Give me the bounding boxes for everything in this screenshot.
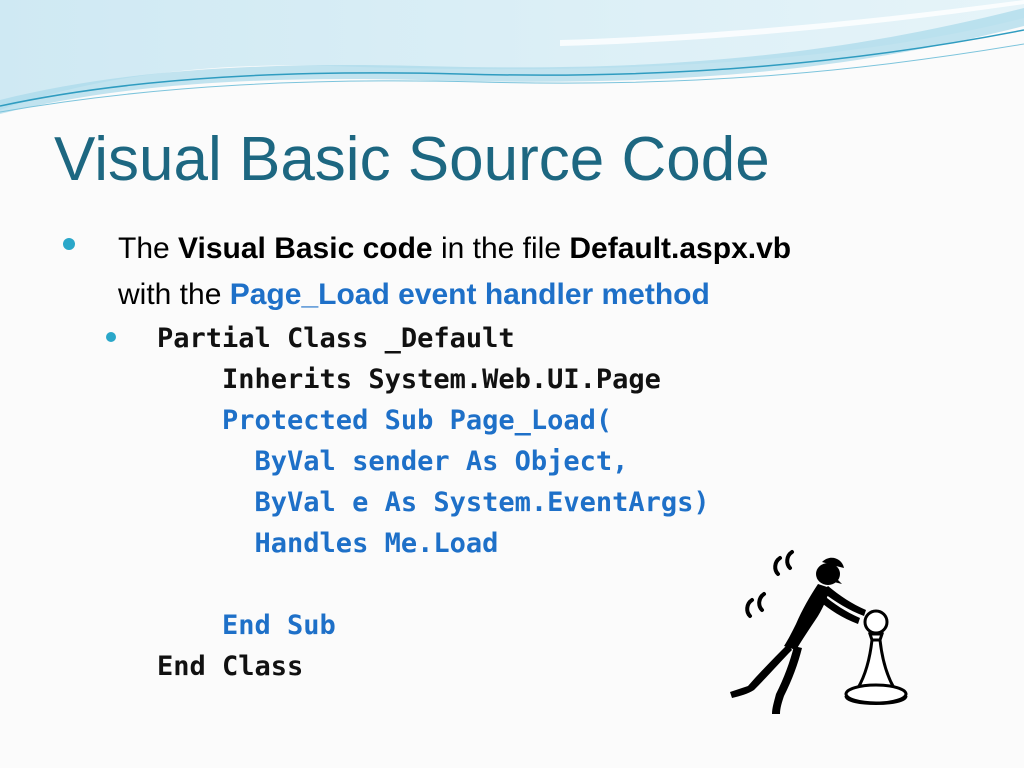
text-run: in the file (432, 232, 570, 265)
code-line: Protected Sub Page_Load( (157, 405, 613, 436)
code-line: End Class (157, 651, 304, 682)
filename-text: Default.aspx.vb (569, 232, 792, 265)
code-line: Handles Me.Load (157, 528, 499, 559)
code-line: ByVal e As System.EventArgs) (157, 487, 710, 518)
code-line: Partial Class _Default (157, 323, 515, 354)
bold-text-run: Visual Basic code (178, 232, 433, 265)
text-run: with the (118, 278, 230, 311)
bullet-description: The Visual Basic code in the file Defaul… (118, 226, 998, 318)
code-line: ByVal sender As Object, (157, 446, 629, 477)
code-line (157, 564, 710, 605)
page-title: Visual Basic Source Code (54, 125, 770, 194)
text-run: The (118, 232, 179, 265)
person-pushing-pawn-clipart (730, 550, 908, 714)
bullet-dot-icon (63, 238, 75, 250)
highlight-text: Page_Load event handler method (229, 278, 710, 311)
code-block: Partial Class _Default Inherits System.W… (157, 318, 710, 687)
bullet-dot-icon (106, 332, 116, 342)
code-line: End Sub (157, 610, 336, 641)
header-wave-decoration (0, 0, 1024, 114)
code-line: Inherits System.Web.UI.Page (157, 364, 661, 395)
